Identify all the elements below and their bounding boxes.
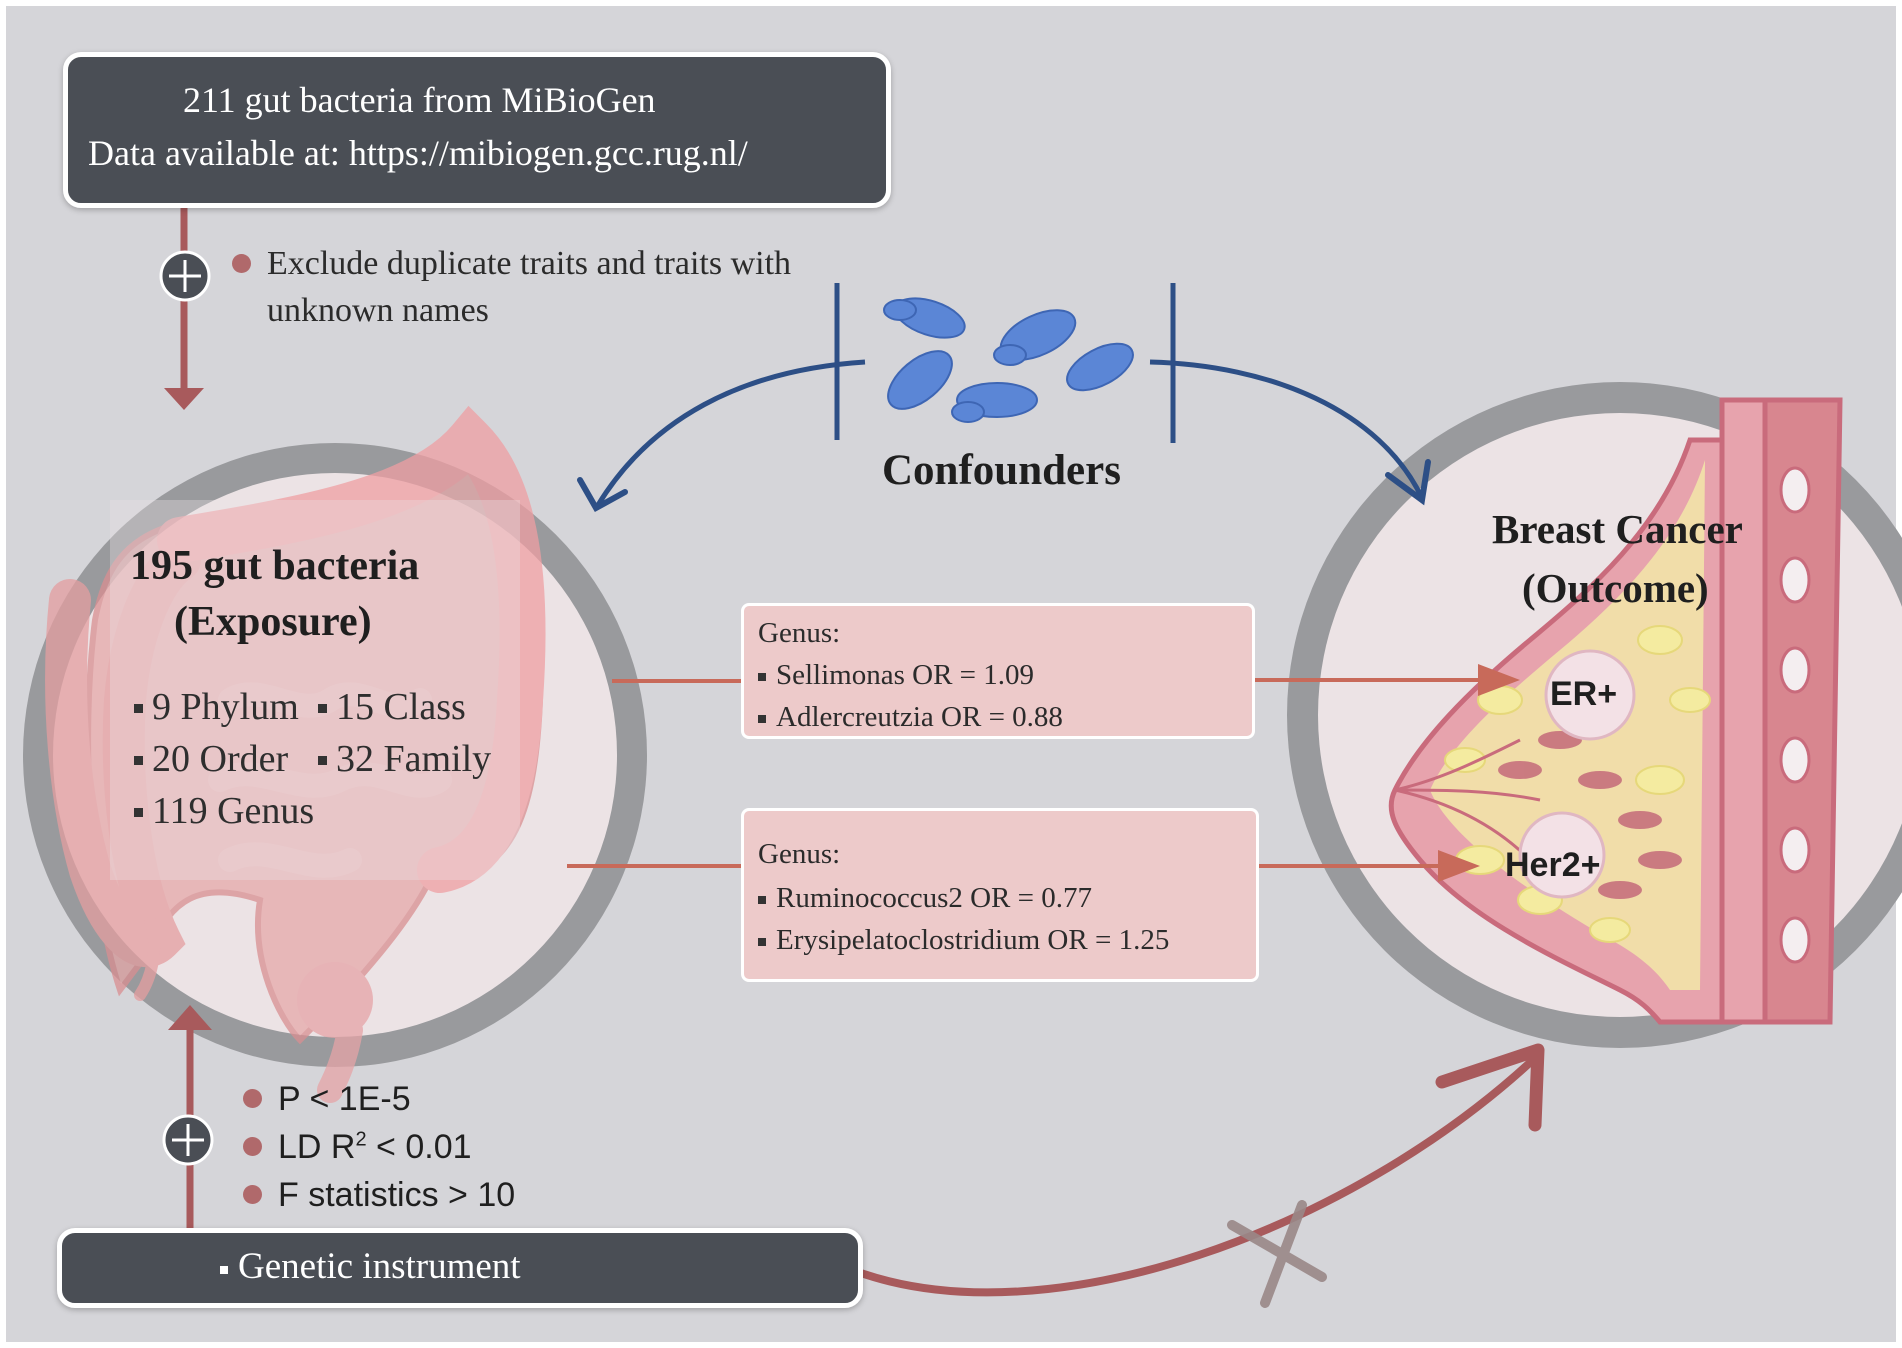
outcome-subtitle: (Outcome) [1522,565,1709,611]
exposure-title: 195 gut bacteria [130,543,420,589]
result-box-er: Genus: Sellimonas OR = 1.09 Adlercreutzi… [741,603,1255,739]
filter-arrow-bottom-head [168,1005,212,1030]
result-entry: Adlercreutzia OR = 0.88 [758,696,1063,738]
exposure-item-family: 32 Family [318,737,491,781]
confounder-arrow-left-head [577,477,628,513]
intestine-illustration [45,405,546,1103]
instrument-label: Genetic instrument [220,1245,521,1288]
breast-illustration [1388,397,1843,1025]
result-box-her2: Genus: Ruminococcus2 OR = 0.77 Erysipela… [741,808,1259,982]
result-arrow-head-2 [1438,850,1480,882]
result-arrow-head-1 [1478,664,1520,696]
bullet-dot [232,253,251,273]
source-box: 211 gut bacteria from MiBioGen Data avai… [63,52,891,208]
exposure-text-backdrop [110,500,520,880]
plus-icon [159,250,211,302]
criterion-f-statistics: F statistics > 10 [243,1176,515,1215]
confounder-arrow-right-head [1385,459,1431,506]
source-box-line1: 211 gut bacteria from MiBioGen [183,80,656,120]
result-box-header: Genus: [758,838,841,870]
exposure-item-order: 20 Order [134,737,288,781]
outcome-title: Breast Cancer [1492,506,1743,552]
direct-path-arrow-head [1435,1043,1545,1132]
result-box-header: Genus: [758,617,841,649]
confounders-label: Confounders [882,447,1121,494]
subtype-er-label: ER+ [1550,675,1618,713]
exposure-item-class: 15 Class [318,685,466,729]
instrument-box: Genetic instrument [57,1228,863,1308]
exposure-item-phylum: 9 Phylum [134,685,299,729]
exclusion-line1: Exclude duplicate traits and traits with [267,245,792,282]
cross-icon [1227,1200,1327,1308]
direct-path-arrow [856,1055,1538,1297]
filter-arrow-top-head [164,388,204,410]
source-box-line2: Data available at: https://mibiogen.gcc.… [88,133,748,173]
bacteria-icon [883,297,1134,423]
confounder-arrow-left [595,359,866,507]
criterion-ld: LD R2 < 0.01 [243,1128,472,1167]
subtype-her2-label: Her2+ [1505,846,1601,884]
result-entry: Sellimonas OR = 1.09 [758,654,1034,696]
exclusion-line2: unknown names [267,292,489,329]
result-entry: Erysipelatoclostridium OR = 1.25 [758,919,1169,961]
exclusion-note: Exclude duplicate traits and traits with [232,245,791,283]
result-entry: Ruminococcus2 OR = 0.77 [758,877,1092,919]
criterion-p-value: P < 1E-5 [243,1080,411,1119]
confounder-arrow-right [1149,359,1425,500]
exposure-subtitle: (Exposure) [174,599,372,645]
exposure-item-genus: 119 Genus [134,789,314,833]
plus-icon [162,1114,214,1166]
